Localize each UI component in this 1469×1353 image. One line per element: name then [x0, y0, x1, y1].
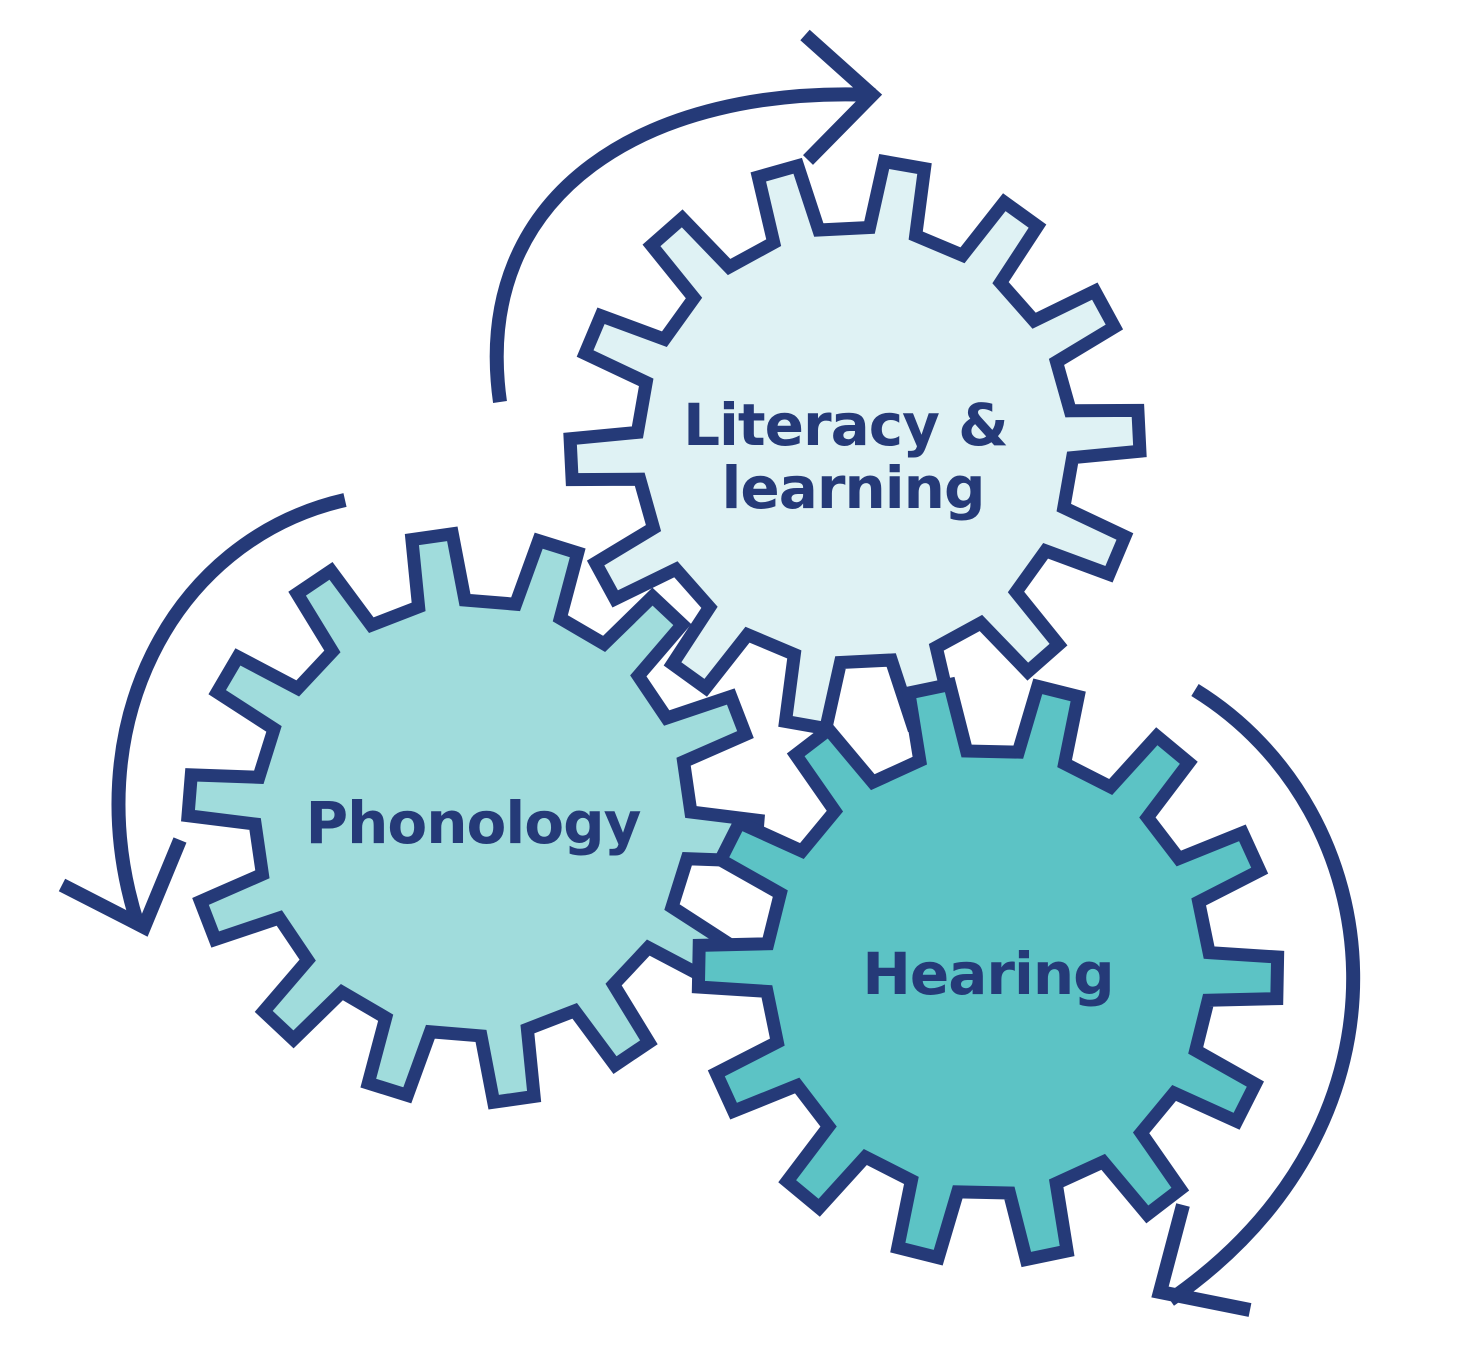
gear-hearing-label: Hearing — [862, 940, 1113, 1008]
arrow-right-head — [1151, 1203, 1252, 1317]
arrow-left — [58, 493, 347, 937]
arrow-top-arc — [489, 87, 876, 403]
gear-phonology-label-line-1: Phonology — [306, 789, 641, 857]
gears: Literacy & learning Phonology Hearing — [181, 154, 1285, 1268]
arrow-left-arc — [111, 493, 347, 928]
arrow-top — [489, 29, 883, 403]
arrow-right-arc — [1166, 684, 1361, 1306]
gear-literacy-label: Literacy & learning — [683, 391, 1027, 522]
gear-literacy-body — [563, 154, 1147, 736]
gear-phonology-body — [181, 526, 765, 1110]
gear-phonology-label: Phonology — [306, 789, 641, 857]
gear-hearing: Hearing — [691, 676, 1285, 1268]
arrow-top-head — [800, 29, 883, 165]
gear-literacy-label-line-1: Literacy & — [683, 391, 1008, 459]
gear-literacy: Literacy & learning — [563, 154, 1147, 736]
gear-hearing-label-line-1: Hearing — [862, 940, 1113, 1008]
gear-hearing-body — [691, 676, 1285, 1268]
gear-phonology: Phonology — [181, 526, 765, 1110]
gear-literacy-label-line-2: learning — [722, 454, 985, 522]
arrow-left-head — [58, 837, 187, 937]
arrow-right — [1151, 684, 1361, 1317]
arrows — [58, 29, 1361, 1317]
